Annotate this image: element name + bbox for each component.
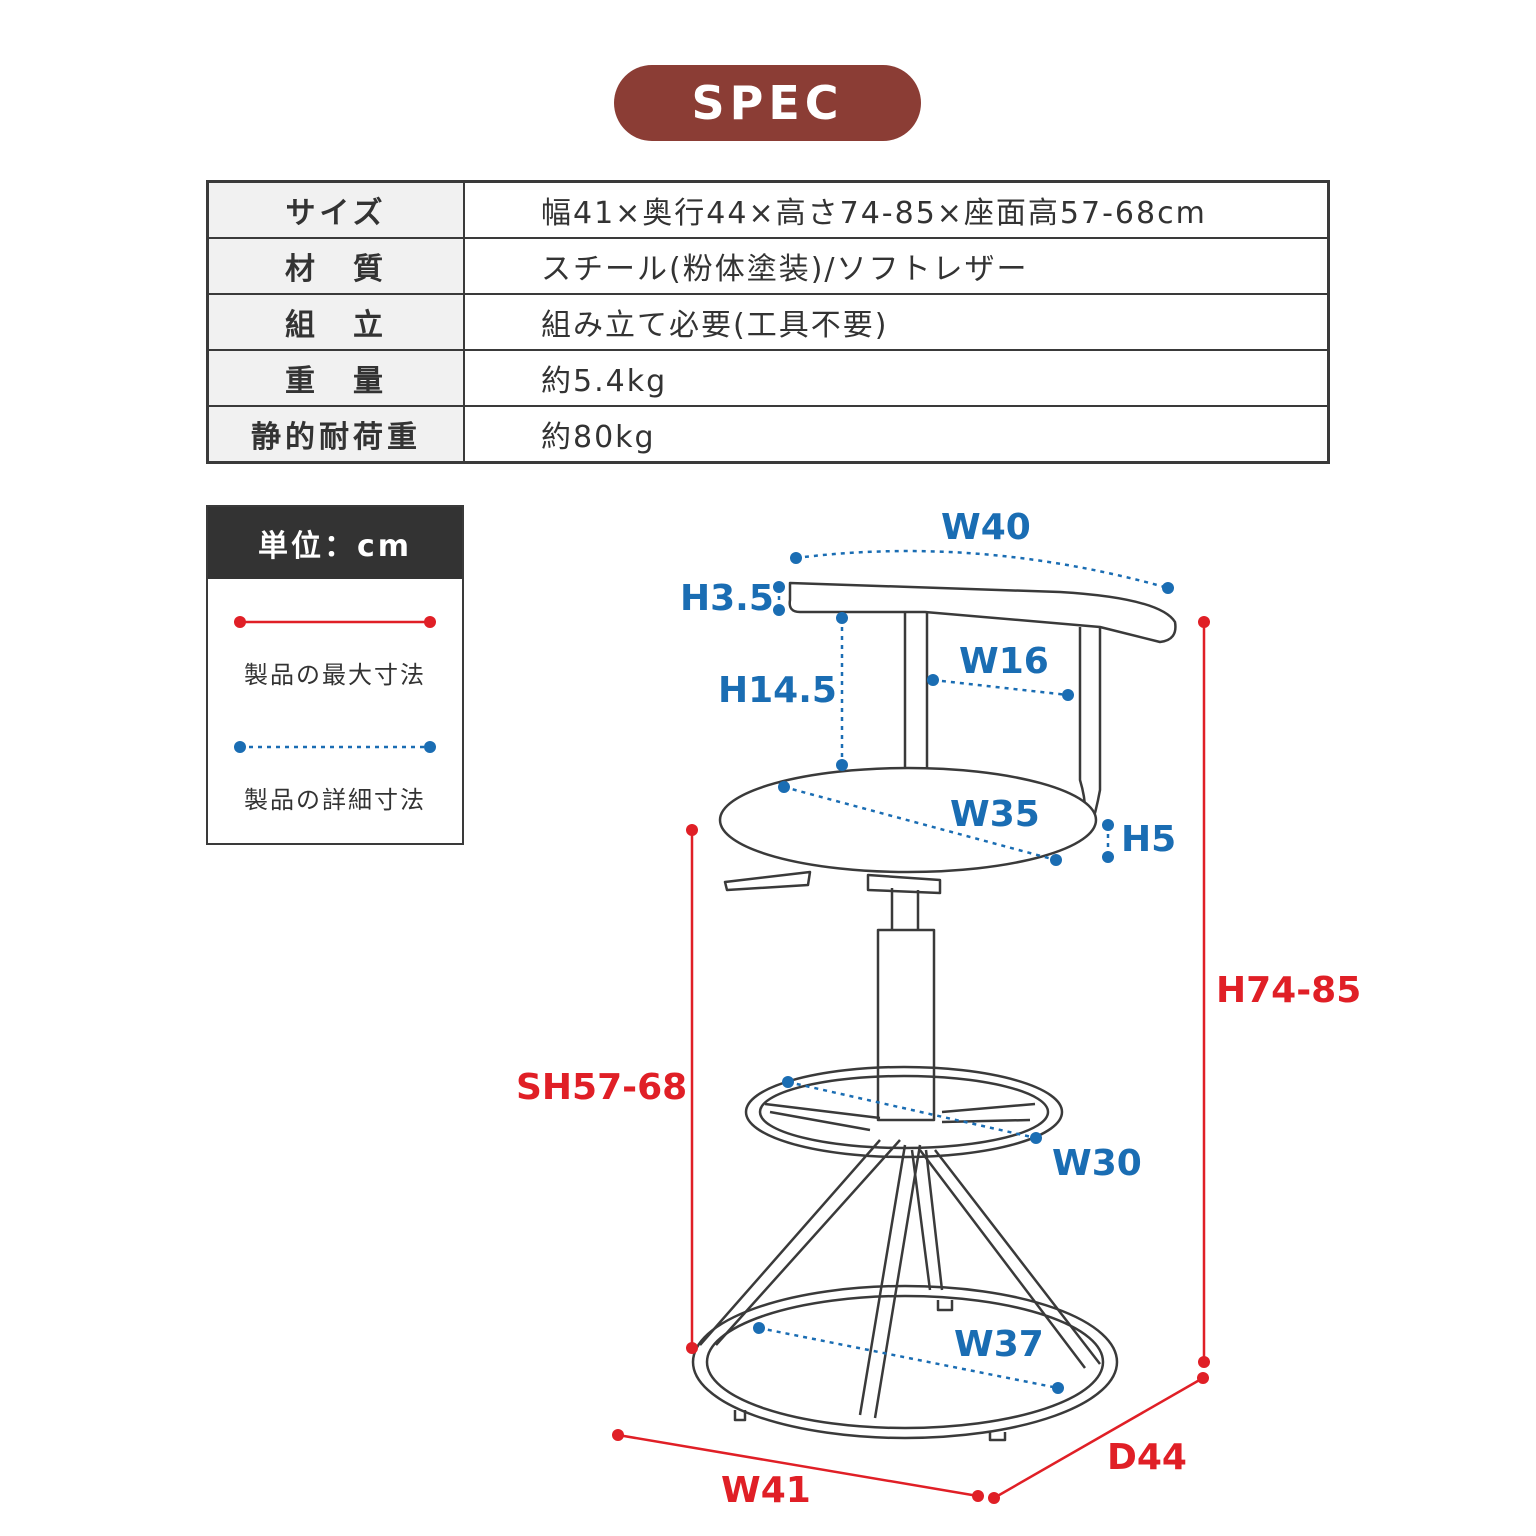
- table-row: 材 質 スチール(粉体塗装)/ソフトレザー: [206, 237, 1330, 295]
- dim-label-w41: W41: [721, 1470, 811, 1511]
- legend-blue-dot-left: [234, 741, 246, 753]
- spec-value-weight: 約5.4kg: [463, 349, 1330, 407]
- spec-key-material: 材 質: [206, 237, 465, 295]
- legend-red-dot-right: [424, 616, 436, 628]
- dim-label-d44: D44: [1107, 1437, 1187, 1478]
- table-row: 組 立 組み立て必要(工具不要): [206, 293, 1330, 351]
- legend-blue-dot-right: [424, 741, 436, 753]
- spec-table: サイズ 幅41×奥行44×高さ74-85×座面高57-68cm 材 質 スチール…: [206, 180, 1330, 464]
- dim-label-h14-5: H14.5: [718, 670, 837, 711]
- w40-line: [795, 549, 1169, 590]
- legend-max-label: 製品の最大寸法: [244, 661, 426, 689]
- footrest-spokes: [764, 1102, 1036, 1132]
- leg-right: [919, 1149, 1101, 1369]
- legend-header: 単位：cm: [208, 507, 462, 579]
- max-dimension-dots: [612, 616, 1210, 1504]
- spec-title: SPEC: [614, 65, 921, 141]
- spec-value-material: スチール(粉体塗装)/ソフトレザー: [463, 237, 1330, 295]
- leg-left: [699, 1139, 901, 1346]
- dim-label-h74-85: H74-85: [1216, 970, 1361, 1011]
- gas-shaft: [890, 888, 920, 935]
- w30-line: [787, 1080, 1037, 1140]
- spec-value-assembly: 組み立て必要(工具不要): [463, 293, 1330, 351]
- gas-cylinder: [876, 928, 936, 1122]
- dim-label-sh57-68: SH57-68: [516, 1067, 687, 1108]
- unit-legend: 単位：cm 製品の最大寸法 製品の詳細寸法: [206, 505, 464, 845]
- dim-label-w30: W30: [1052, 1143, 1142, 1184]
- dim-label-h5: H5: [1121, 819, 1176, 860]
- table-row: サイズ 幅41×奥行44×高さ74-85×座面高57-68cm: [206, 180, 1330, 239]
- dim-label-h3-5: H3.5: [680, 578, 774, 619]
- backrest-top: [788, 581, 1177, 644]
- dim-label-w16: W16: [959, 641, 1049, 682]
- spec-key-assembly: 組 立: [206, 293, 465, 351]
- w16-line: [932, 678, 1069, 697]
- height-lever: [723, 870, 812, 892]
- legend-red-dot-left: [234, 616, 246, 628]
- leg-front: [858, 1144, 922, 1419]
- d44-line: [993, 1376, 1204, 1500]
- spec-value-size: 幅41×奥行44×高さ74-85×座面高57-68cm: [463, 180, 1330, 239]
- backrest-upright-left: [903, 612, 929, 768]
- chair-drawing: [691, 581, 1177, 1442]
- legend-lines: [234, 616, 436, 753]
- dim-label-w35: W35: [950, 794, 1040, 835]
- spec-key-weight: 重 量: [206, 349, 465, 407]
- floor-glides: [733, 1300, 1007, 1442]
- spec-key-load: 静的耐荷重: [206, 405, 465, 464]
- base-ring-outer: [691, 1284, 1119, 1440]
- legend-detail-label: 製品の詳細寸法: [244, 786, 426, 814]
- w37-line: [758, 1326, 1059, 1390]
- dim-label-w37: W37: [954, 1324, 1044, 1365]
- max-dimension-lines: [617, 622, 1206, 1500]
- leg-back: [910, 1149, 944, 1291]
- spec-value-load: 約80kg: [463, 405, 1330, 464]
- detail-dimension-dots: [753, 552, 1174, 1394]
- w41-line: [617, 1433, 979, 1498]
- spec-key-size: サイズ: [206, 180, 465, 239]
- dim-label-w40: W40: [941, 507, 1031, 548]
- table-row: 静的耐荷重 約80kg: [206, 405, 1330, 464]
- w35-line: [783, 785, 1057, 862]
- table-row: 重 量 約5.4kg: [206, 349, 1330, 407]
- seat-plate: [866, 873, 942, 895]
- base-ring-inner: [705, 1294, 1105, 1430]
